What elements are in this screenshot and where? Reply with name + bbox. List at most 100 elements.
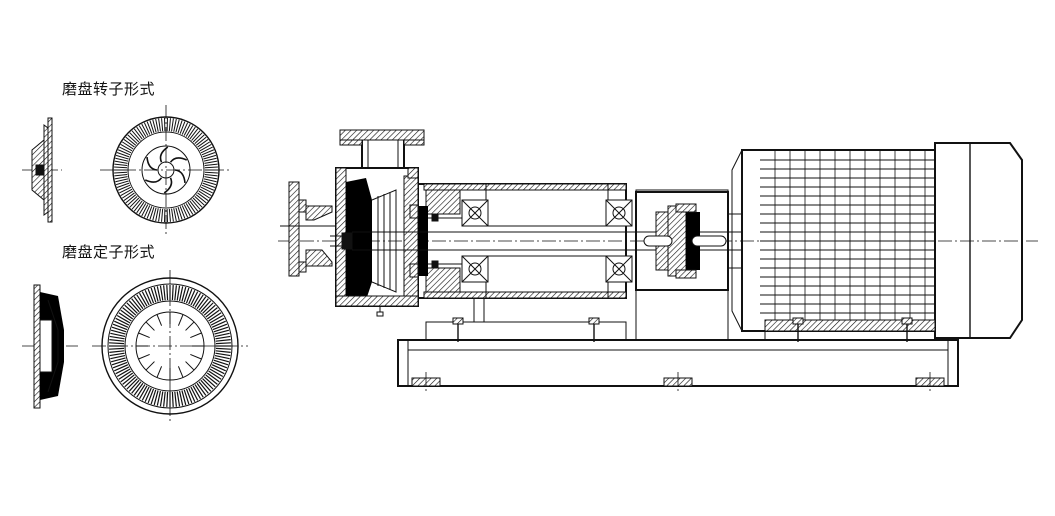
drawing-line — [187, 201, 196, 214]
drawing-line — [133, 382, 144, 396]
drawing-line — [114, 171, 128, 174]
drawing-line — [191, 199, 201, 210]
drawing-line — [114, 320, 129, 328]
drawing-line — [119, 146, 132, 154]
drawing-line — [181, 122, 189, 135]
drawing-line — [111, 326, 127, 333]
drawing-line — [197, 139, 209, 148]
drawing-line — [199, 143, 212, 152]
drawing-line — [209, 368, 224, 378]
drawing-line — [156, 286, 162, 302]
drawing-line — [185, 321, 195, 331]
drawing-line — [202, 152, 216, 158]
drawing-line — [203, 154, 217, 160]
drawing-line — [181, 390, 187, 406]
drawing-line — [192, 197, 203, 208]
drawing-line — [177, 314, 184, 326]
drawing-line — [183, 287, 190, 303]
drawing-line — [131, 199, 141, 210]
drawing-line — [179, 206, 186, 219]
drawing-line — [203, 304, 216, 316]
drawing-line — [153, 286, 159, 302]
drawing-line — [190, 291, 199, 306]
drawing-line — [156, 366, 163, 378]
drawing-line — [203, 157, 217, 162]
drawing-line — [201, 149, 215, 156]
drawing-line — [127, 134, 138, 144]
drawing-line — [200, 146, 213, 154]
drawing-line — [190, 332, 202, 339]
drawing-line — [199, 188, 212, 197]
drawing-line — [136, 201, 145, 214]
drawing-line — [183, 389, 190, 405]
drawing-line — [204, 166, 218, 169]
drawing-line — [147, 288, 155, 304]
drawing-line — [114, 160, 128, 164]
drawing-line — [192, 132, 203, 143]
drawing-line — [163, 285, 166, 301]
drawing-line — [127, 196, 138, 206]
drawing-line — [150, 287, 157, 303]
drawing-line — [185, 203, 194, 215]
drawing-line — [155, 208, 159, 222]
drawing-line — [214, 329, 230, 335]
drawing-line — [145, 321, 155, 331]
drawing-line — [149, 206, 155, 220]
drawing-line — [171, 118, 174, 132]
drawing-line — [116, 182, 130, 188]
drawing-line — [138, 353, 150, 360]
drawing-line — [128, 379, 140, 392]
drawing-line — [138, 203, 147, 215]
drawing-line — [115, 178, 129, 183]
stator-front-view — [92, 270, 248, 424]
drawing-line — [171, 285, 174, 301]
rotor-blade — [159, 146, 169, 163]
drawing-line — [110, 357, 126, 363]
drawing-line — [195, 194, 207, 204]
drawing-line — [138, 125, 147, 137]
drawing-line — [171, 391, 174, 407]
drawing-line — [204, 163, 218, 167]
drawing-line — [208, 370, 222, 380]
drawing-line — [197, 192, 209, 201]
drawing-line — [118, 312, 132, 322]
drawing-line — [114, 166, 128, 169]
drawing-line — [211, 320, 226, 328]
drawing-line — [115, 366, 130, 375]
drawing-line — [183, 204, 191, 217]
stator-side-profile — [22, 284, 78, 409]
drawing-line — [179, 121, 186, 134]
drawing-line — [109, 350, 125, 353]
drawing-line — [141, 291, 150, 306]
drawing-line — [125, 136, 137, 146]
drawing-line — [185, 125, 194, 137]
drawing-line — [210, 366, 225, 375]
drawing-line — [146, 121, 153, 134]
drawing-line — [110, 329, 126, 335]
drawing-line — [210, 317, 225, 326]
drawing-line — [131, 381, 142, 394]
drawing-line — [200, 300, 212, 313]
drawing-line — [152, 207, 157, 221]
drawing-line — [144, 387, 152, 402]
drawing-line — [188, 290, 196, 305]
drawing-line — [136, 384, 146, 398]
drawing-line — [133, 296, 144, 310]
drawing-line — [189, 128, 199, 140]
drawing-line — [166, 391, 169, 407]
drawing-line — [115, 317, 130, 326]
drawing-line — [159, 285, 164, 301]
drawing-line — [192, 292, 202, 307]
drawing-line — [111, 359, 127, 366]
drawing-line — [198, 141, 211, 150]
drawing-line — [128, 300, 140, 313]
drawing-line — [114, 176, 128, 180]
drawing-line — [145, 361, 155, 371]
drawing-line — [136, 294, 146, 308]
drawing-line — [212, 361, 228, 369]
drawing-line — [115, 157, 129, 162]
rotor-blade — [169, 157, 188, 163]
drawing-line — [192, 385, 202, 400]
drawing-line — [203, 376, 216, 388]
drawing-line — [196, 382, 207, 396]
